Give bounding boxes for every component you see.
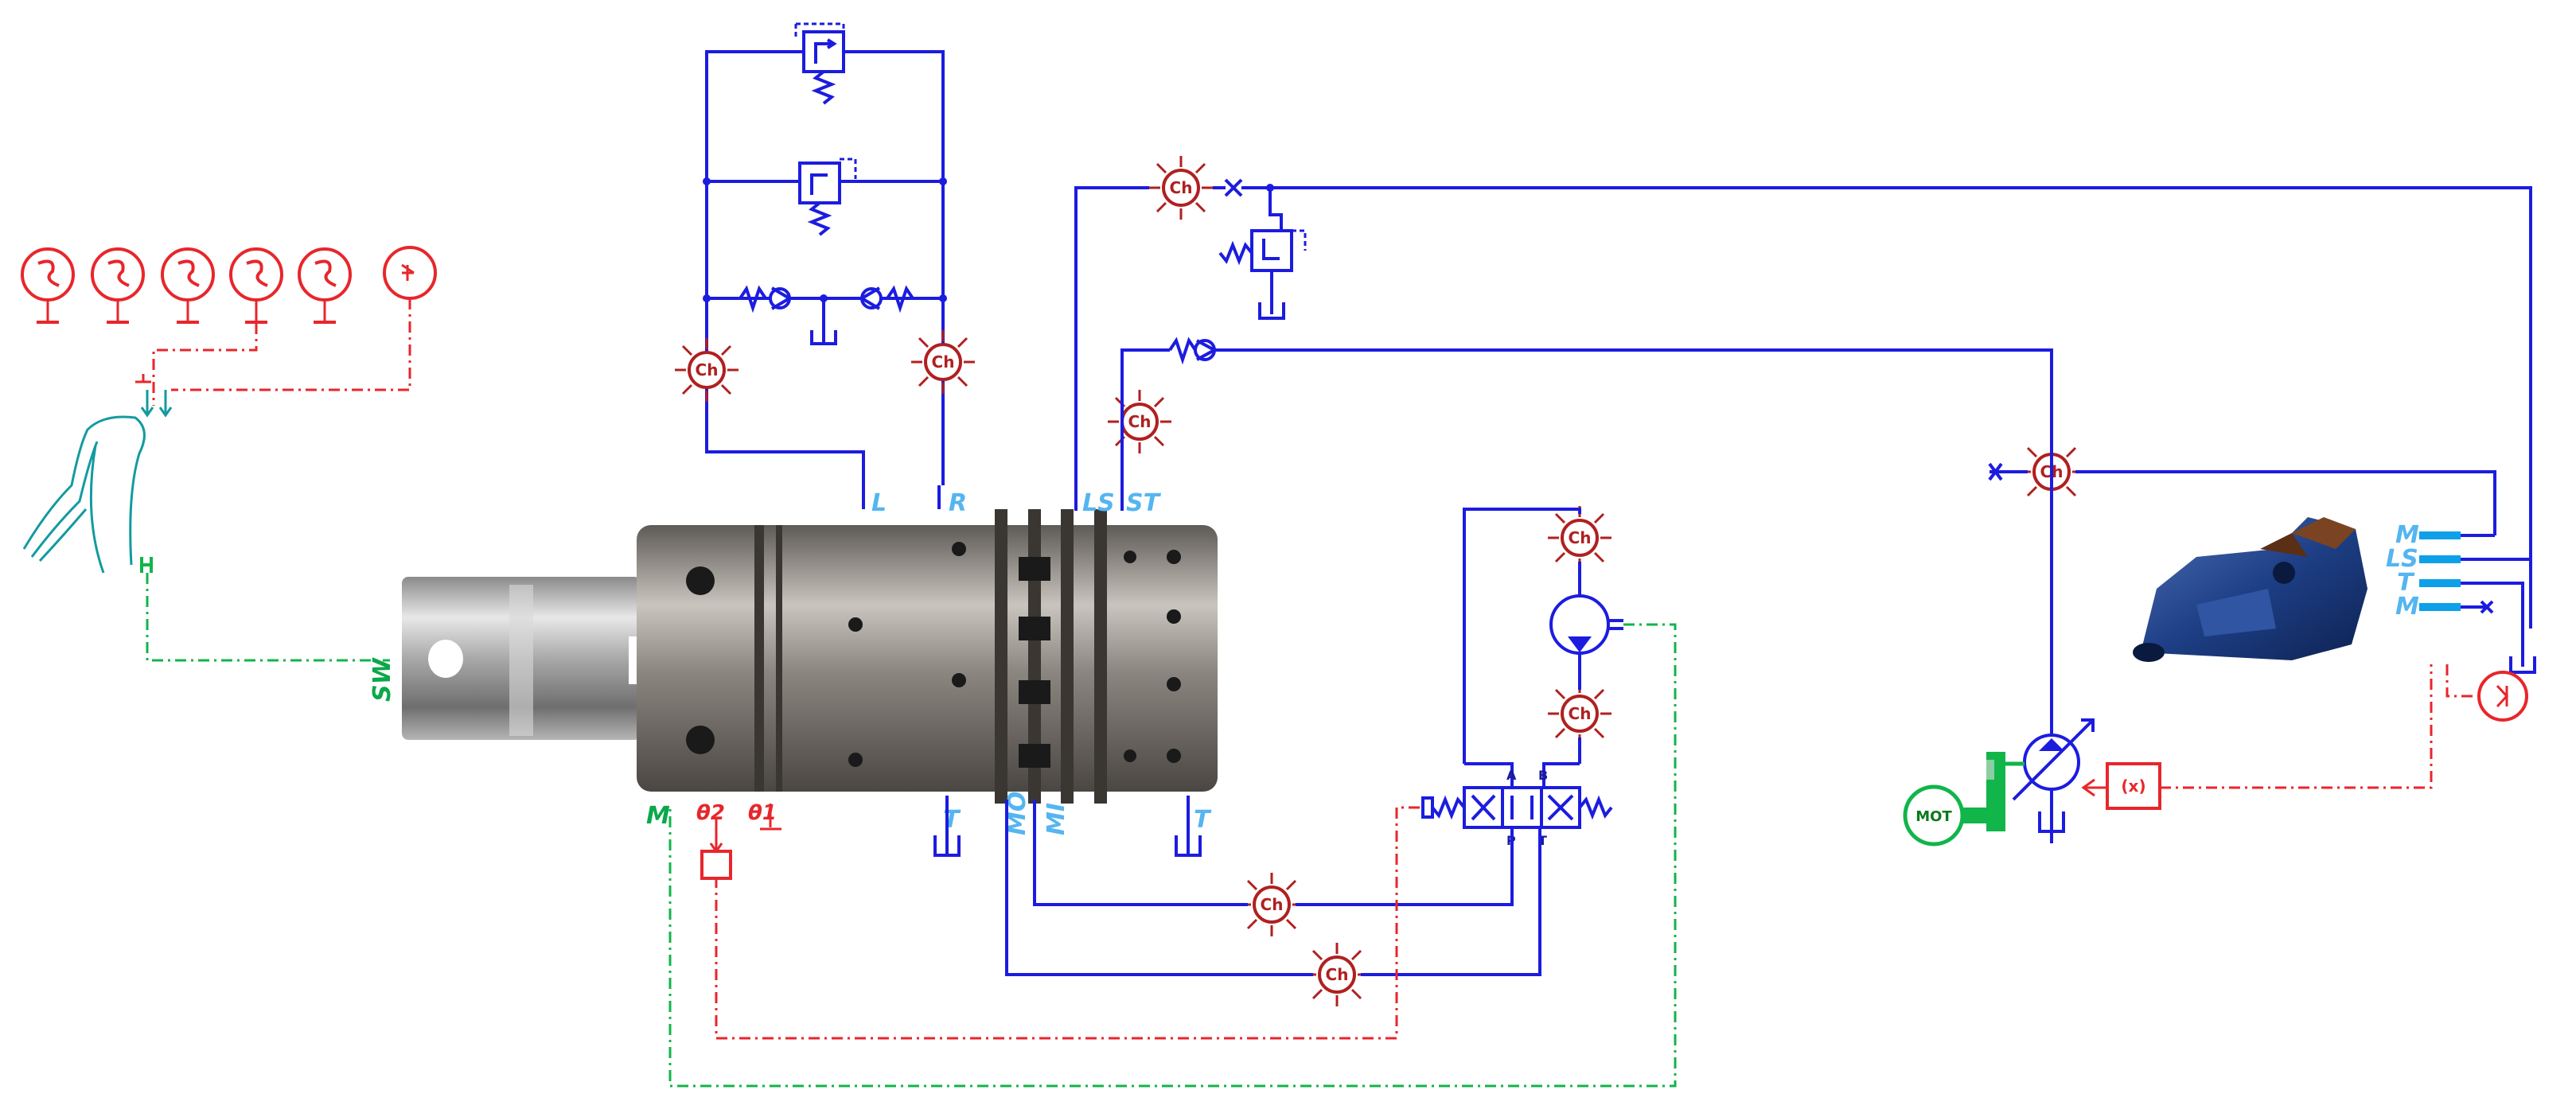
steering-linkage-mechanism — [22, 415, 390, 662]
relief-valve-block — [703, 22, 947, 485]
speed-sensor-icon — [2477, 671, 2528, 722]
svg-text:MOT: MOT — [1915, 808, 1952, 825]
pump-assembly-image — [2133, 517, 2368, 662]
port-label-t-pump: T — [2397, 569, 2415, 597]
motor-speed-signal-line — [668, 623, 1677, 1088]
relief-valve-icon — [794, 22, 845, 105]
variable-arrow-icon — [2012, 718, 2095, 801]
pump-ports: M LS T M — [2386, 521, 2536, 674]
valve-port-b: B — [1538, 768, 1548, 783]
port-label-m-bottom: M — [2395, 593, 2419, 621]
gauge-curve-icon — [298, 247, 352, 324]
sensor-gauges — [21, 246, 437, 418]
svg-text:Ch: Ch — [1326, 965, 1349, 984]
chamber-icon: Ch — [1238, 871, 1305, 938]
chamber-icon: Ch — [910, 329, 976, 395]
chamber-elements: Ch Ch Ch Ch Ch Ch Ch Ch Ch — [673, 154, 2085, 1008]
relief-valve-icon — [1218, 229, 1307, 320]
chamber-icon: Ch — [1106, 388, 1173, 455]
arrow-down-icon — [140, 390, 154, 418]
tank-icon — [2509, 656, 2536, 674]
svg-text:Ch: Ch — [1569, 704, 1592, 723]
chamber-icon: Ch — [1546, 504, 1613, 571]
chamber-icon: Ch — [1148, 154, 1214, 221]
directional-control-valve: A B P T — [1421, 762, 1613, 848]
port-label-theta1: θ1 — [748, 801, 777, 825]
load-sensing-circuit — [1074, 178, 2532, 843]
svg-text:(x): (x) — [2121, 776, 2145, 796]
valve-control-signal-line — [715, 806, 1420, 1040]
ground-icon — [760, 804, 781, 831]
controller-icon — [2106, 762, 2161, 810]
steering-motor-circuit: A B P T — [668, 508, 1677, 1088]
port-label-sw: SW — [368, 656, 396, 702]
chamber-icon: Ch — [1304, 941, 1370, 1008]
check-valve-pair-icon — [739, 285, 914, 345]
arrow-down-icon — [158, 390, 173, 418]
steering-unit-body — [402, 509, 1218, 804]
steering-unit-ports: L R LS ST T T MO MI SW M θ2 θ1 — [368, 485, 1212, 857]
gauge-curve-icon — [229, 247, 283, 324]
orifice-icon — [1224, 178, 1243, 197]
gauge-curve-icon — [161, 247, 215, 324]
port-label-t-right: T — [1194, 806, 1212, 834]
relief-valve-icon — [798, 158, 857, 236]
port-label-st: ST — [1126, 489, 1162, 517]
svg-text:Ch: Ch — [1170, 178, 1193, 197]
sensor-link-line — [152, 300, 258, 406]
port-label-ls-right: LS — [2386, 545, 2418, 573]
gauge-curve-icon — [91, 247, 145, 324]
chamber-icon: Ch — [673, 337, 740, 403]
drive-motor: MOT — [1903, 752, 2025, 847]
sensor-marker-icon — [135, 374, 151, 383]
sw-signal-line — [146, 573, 390, 662]
port-label-l: L — [871, 489, 887, 517]
port-label-theta2: θ2 — [696, 801, 725, 825]
svg-text:Ch: Ch — [1569, 528, 1592, 547]
velocity-sensor-icon — [171, 246, 437, 391]
svg-text:Ch: Ch — [932, 352, 955, 372]
valve-port-a: A — [1506, 768, 1517, 783]
port-label-m: M — [646, 802, 670, 830]
svg-text:Ch: Ch — [1261, 895, 1284, 914]
chamber-icon: Ch — [1546, 680, 1613, 747]
gauge-curve-icon — [21, 247, 75, 324]
valve-port-t: T — [1538, 833, 1547, 848]
angle-sensor-icon — [700, 850, 732, 880]
svg-text:Ch: Ch — [696, 360, 719, 379]
port-label-r: R — [949, 489, 967, 517]
displacement-controller: (x) — [2081, 664, 2528, 810]
svg-text:Ch: Ch — [1128, 412, 1152, 431]
port-label-mi: MI — [1042, 803, 1070, 835]
port-label-m-top: M — [2395, 521, 2419, 549]
port-label-ls: LS — [1082, 489, 1115, 517]
variable-pump — [2012, 718, 2095, 843]
